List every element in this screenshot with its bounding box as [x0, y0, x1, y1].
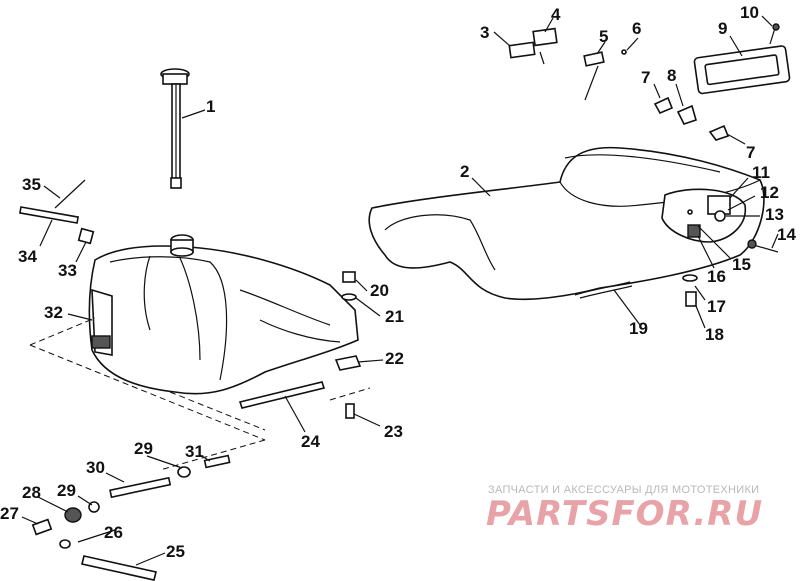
- callout-6: 6: [632, 19, 641, 38]
- callout-29-upper: 29: [134, 439, 153, 458]
- tank-hardware-left: [18, 179, 95, 245]
- fuel-tank: [88, 234, 359, 395]
- callout-22: 22: [385, 349, 404, 368]
- callout-23: 23: [384, 422, 403, 441]
- callout-28: 28: [22, 483, 41, 502]
- callout-2: 2: [460, 162, 469, 181]
- callout-9: 9: [718, 19, 727, 38]
- small-parts-top: [508, 23, 791, 307]
- callout-33: 33: [58, 261, 77, 280]
- callout-27: 27: [0, 504, 19, 523]
- callout-7-upper: 7: [641, 68, 650, 87]
- callout-16: 16: [707, 267, 726, 286]
- tank-hardware-right: [238, 271, 362, 419]
- callout-5: 5: [599, 27, 608, 46]
- callout-15: 15: [732, 255, 751, 274]
- leader-lines: [21, 15, 779, 566]
- callout-1: 1: [206, 97, 215, 116]
- callout-34: 34: [18, 247, 37, 266]
- callout-35: 35: [22, 175, 41, 194]
- guide-lines: [29, 317, 371, 471]
- lower-hardware: [31, 454, 231, 581]
- fuel-sender-tube: [160, 68, 190, 189]
- callout-17: 17: [707, 297, 726, 316]
- callout-24: 24: [301, 432, 320, 451]
- callout-29-lower: 29: [57, 481, 76, 500]
- callout-13: 13: [765, 205, 784, 224]
- callout-8: 8: [667, 66, 676, 85]
- callout-31: 31: [185, 442, 204, 461]
- callout-25: 25: [166, 542, 185, 561]
- watermark-logo: PARTSFOR.RU: [486, 494, 764, 534]
- callout-3: 3: [480, 23, 489, 42]
- callout-20: 20: [370, 281, 389, 300]
- callout-7-lower: 7: [746, 143, 755, 162]
- callout-numbers: 1 2 3 4 5 6 7 7 8 9 10 11 12 13 14 15 16…: [0, 3, 796, 561]
- callout-4: 4: [551, 5, 561, 24]
- callout-11: 11: [752, 163, 770, 182]
- callout-21: 21: [385, 307, 404, 326]
- seat: [368, 146, 765, 301]
- callout-19: 19: [629, 319, 648, 338]
- watermark-tagline: ЗАПЧАСТИ И АКСЕССУАРЫ ДЛЯ МОТОТЕХНИКИ: [488, 484, 760, 496]
- callout-12: 12: [760, 183, 779, 202]
- callout-14: 14: [777, 225, 796, 244]
- callout-10: 10: [740, 3, 759, 22]
- callout-32: 32: [44, 303, 63, 322]
- callout-18: 18: [705, 325, 724, 344]
- callout-30: 30: [86, 458, 105, 477]
- callout-26: 26: [104, 523, 123, 542]
